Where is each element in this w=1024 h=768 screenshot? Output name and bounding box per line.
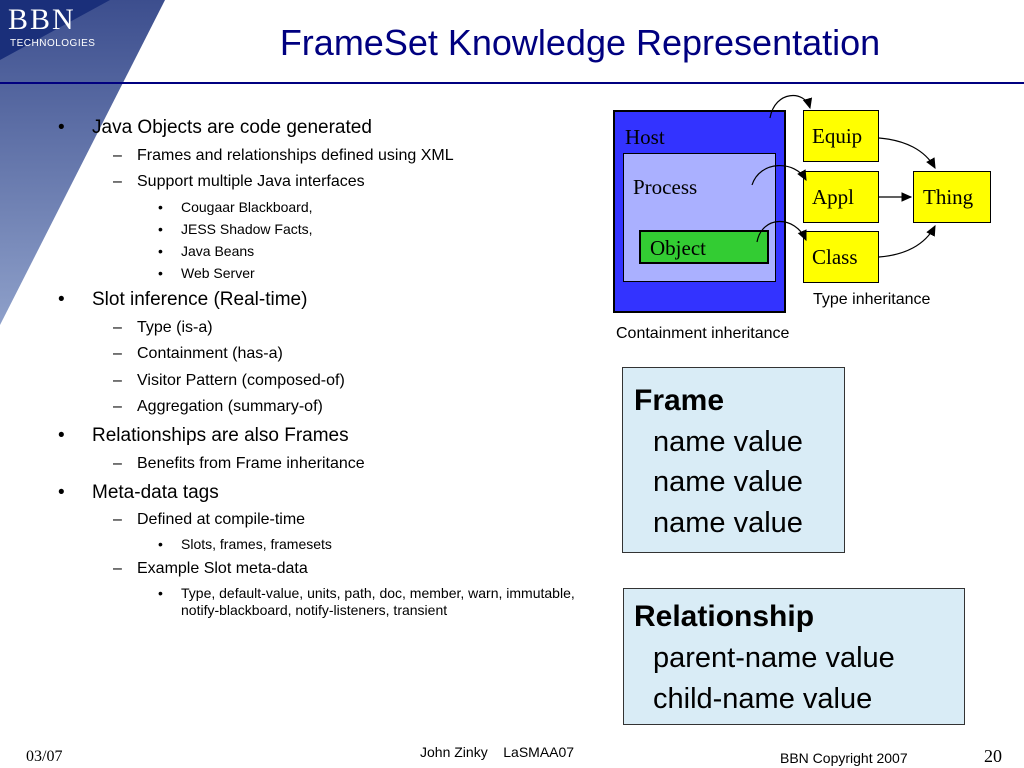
type-arrow-equip-thing <box>878 137 936 170</box>
bullet-text: Meta-data tags <box>92 482 219 503</box>
bullet-marker: • <box>158 221 163 237</box>
bullet-text: Slot inference (Real-time) <box>92 289 308 310</box>
logo-technologies: TECHNOLOGIES <box>10 38 96 49</box>
equip-box <box>803 110 879 162</box>
containment-arrow-object-class <box>756 220 807 243</box>
host-label: Host <box>625 125 665 149</box>
bullet-marker: • <box>158 585 163 601</box>
bullet-marker: – <box>113 398 122 415</box>
frame-card: Frame name value name value name value <box>622 367 845 553</box>
bullet-marker: – <box>113 173 122 190</box>
bullet-marker: • <box>158 199 163 215</box>
bullet-text: JESS Shadow Facts, <box>181 221 313 237</box>
frame-card-heading: Frame <box>634 384 725 417</box>
bullet-text: Java Beans <box>181 243 255 259</box>
process-label: Process <box>633 175 698 199</box>
appl-box <box>803 171 879 223</box>
bullet-text: Defined at compile-time <box>137 511 306 528</box>
appl-label: Appl <box>812 185 854 209</box>
frame-card-row: name value <box>653 507 803 539</box>
footer-author: John Zinky LaSMAA07 <box>420 744 575 760</box>
bullet-text: Support multiple Java interfaces <box>137 173 365 190</box>
type-inheritance-caption: Type inheritance <box>813 291 931 308</box>
bullet-text: Visitor Pattern (composed-of) <box>137 372 345 389</box>
footer-copyright: BBN Copyright 2007 <box>780 750 908 766</box>
class-label: Class <box>812 245 858 269</box>
type-arrow-class-thing <box>878 224 936 258</box>
relationship-card-row: child-name value <box>653 683 873 715</box>
footer-page-number: 20 <box>984 746 1002 766</box>
bullet-text: Cougaar Blackboard, <box>181 199 313 215</box>
bullet-text: Frames and relationships defined using X… <box>137 147 454 164</box>
bullet-marker: – <box>113 455 122 472</box>
bullet-text: Type (is-a) <box>137 319 213 336</box>
frame-card-row: name value <box>653 466 803 498</box>
bullet-text: Type, default-value, units, path, doc, m… <box>181 585 575 618</box>
relationship-card-row: parent-name value <box>653 642 895 674</box>
bullet-text: Benefits from Frame inheritance <box>137 455 365 472</box>
logo-bbn: BBN <box>8 3 76 36</box>
footer-date: 03/07 <box>26 748 63 765</box>
bullet-marker: – <box>113 511 122 528</box>
bullet-marker: • <box>58 482 65 503</box>
class-box <box>803 231 879 283</box>
object-box <box>639 230 769 264</box>
title-divider <box>0 82 1024 84</box>
bullet-marker: – <box>113 319 122 336</box>
relationship-card-heading: Relationship <box>634 600 815 633</box>
bullet-text: Slots, frames, framesets <box>181 536 332 552</box>
object-label: Object <box>650 236 706 260</box>
slide-title: FrameSet Knowledge Representation <box>279 22 881 63</box>
thing-label: Thing <box>923 185 974 209</box>
bullet-text: Relationships are also Frames <box>92 425 349 446</box>
bullet-text: Web Server <box>181 265 255 281</box>
bullet-marker: • <box>158 265 163 281</box>
bullet-marker: • <box>58 425 65 446</box>
bullet-text: Java Objects are code generated <box>92 117 372 138</box>
bullet-marker: – <box>113 147 122 164</box>
bullet-text: Containment (has-a) <box>137 345 283 362</box>
bullet-marker: – <box>113 560 122 577</box>
bullet-text: Example Slot meta-data <box>137 560 308 577</box>
bullet-marker: – <box>113 372 122 389</box>
bullet-text: Aggregation (summary-of) <box>137 398 323 415</box>
inheritance-arrows <box>751 94 936 258</box>
bullet-marker: • <box>158 536 163 552</box>
relationship-card: Relationship parent-name value child-nam… <box>623 588 965 725</box>
bullet-marker: – <box>113 345 122 362</box>
bullet-marker: • <box>58 117 65 138</box>
containment-arrow-host-equip <box>769 94 813 119</box>
equip-label: Equip <box>812 124 863 148</box>
containment-inheritance-caption: Containment inheritance <box>616 325 790 342</box>
containment-arrow-process-appl <box>751 165 807 186</box>
bullet-marker: • <box>158 243 163 259</box>
bullet-marker: • <box>58 289 65 310</box>
frame-card-row: name value <box>653 426 803 458</box>
thing-box <box>913 171 991 223</box>
